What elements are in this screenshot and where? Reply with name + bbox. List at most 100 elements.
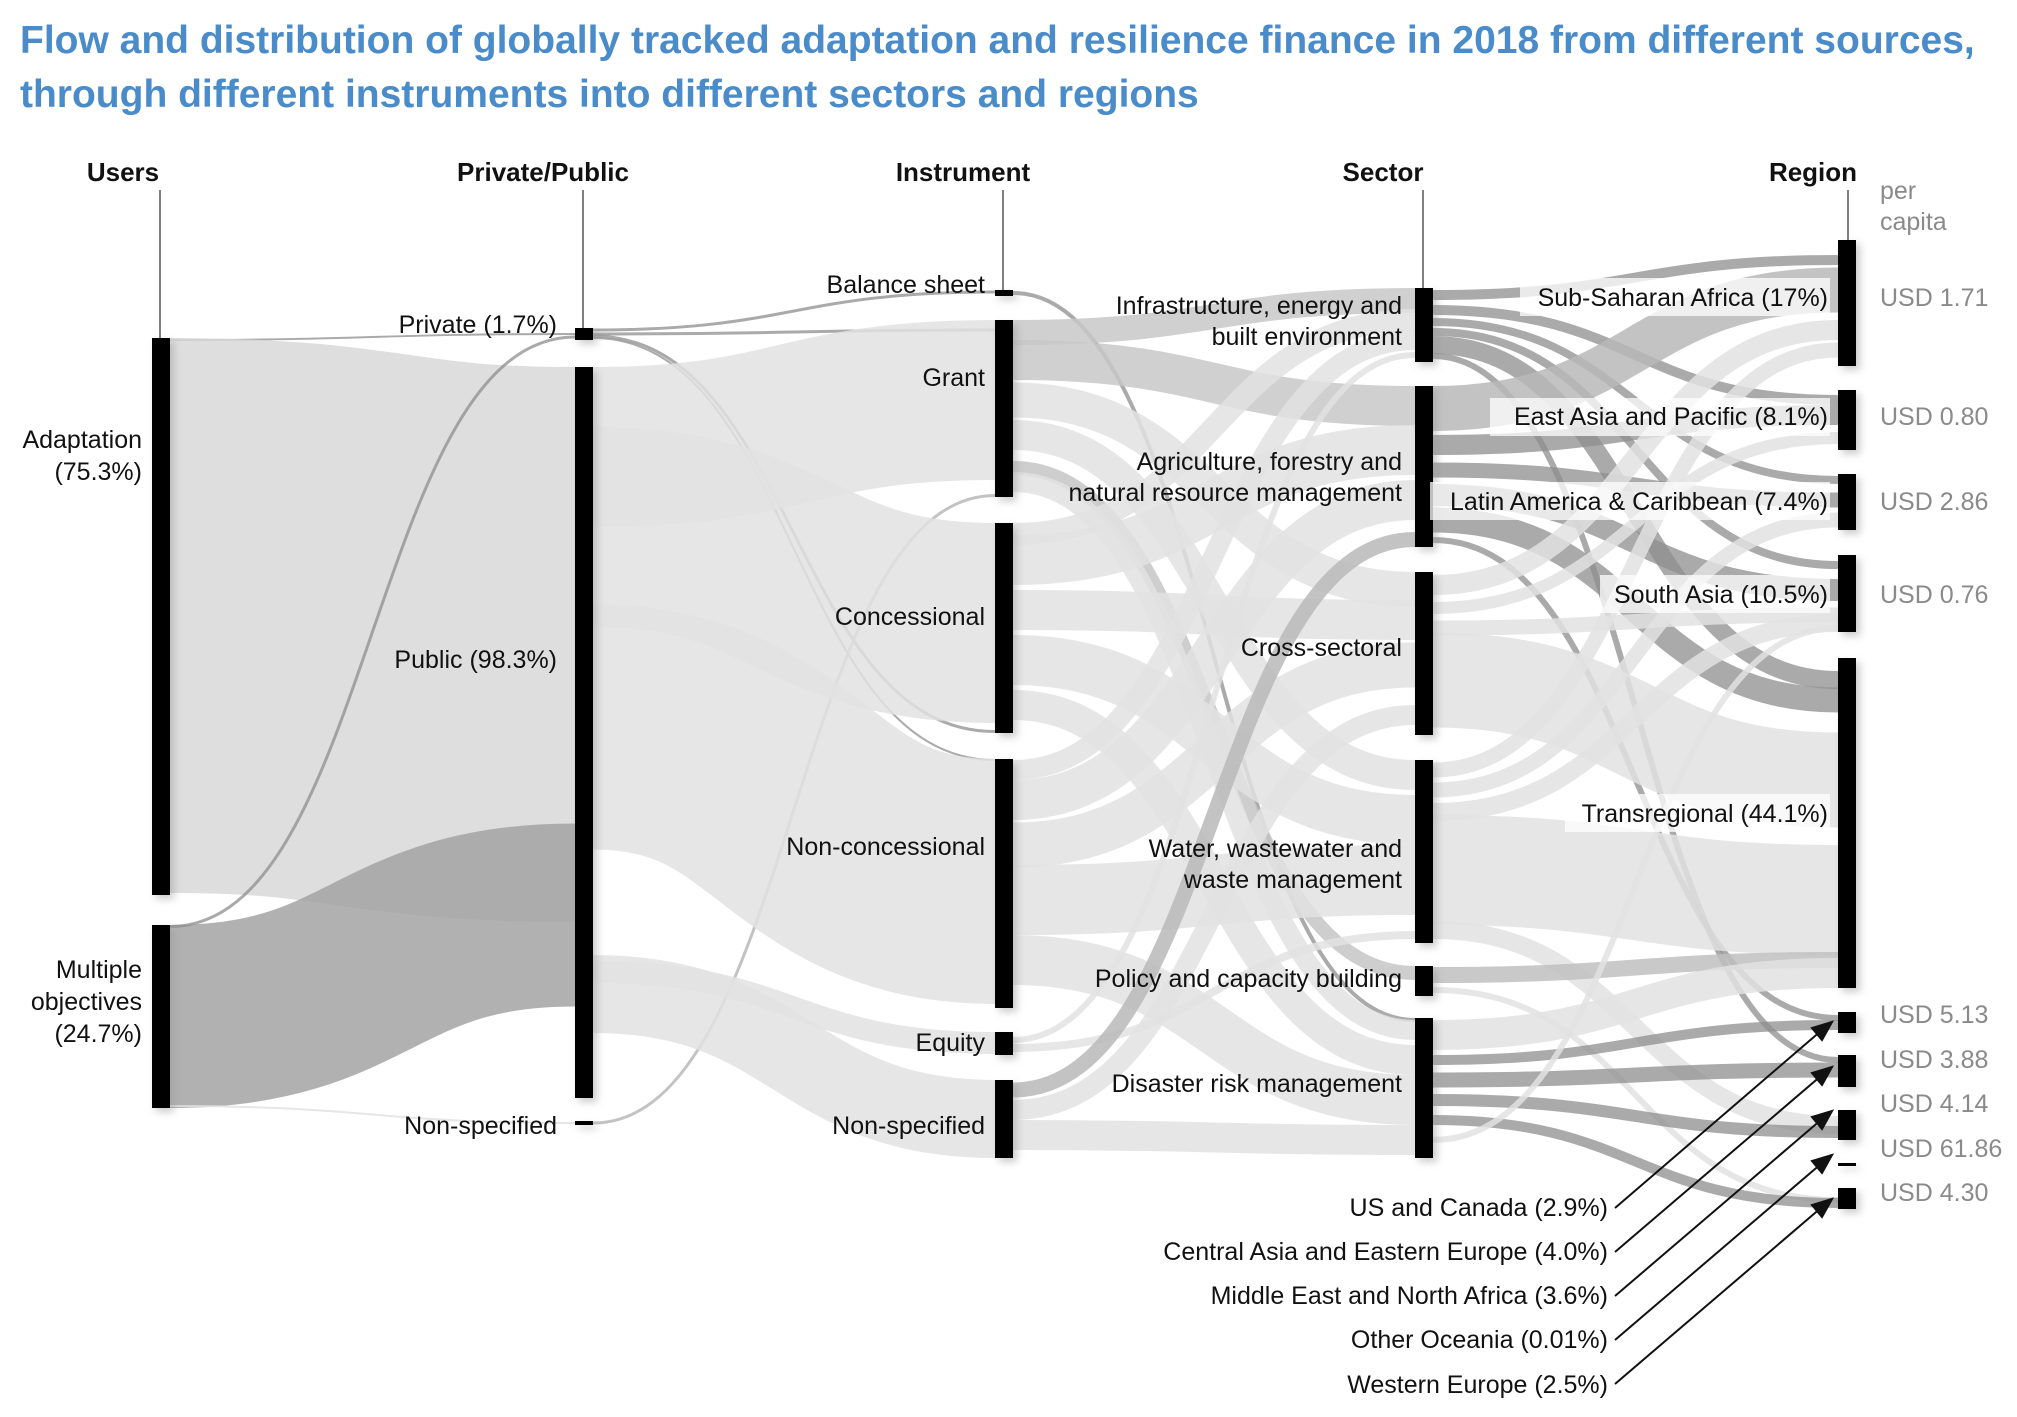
arrow-usc (1614, 1020, 1835, 1209)
column-header-lines (159, 190, 1849, 338)
label-private: Private (1.7%) (399, 311, 557, 339)
per-capita-header-2: capita (1880, 208, 1947, 236)
flow-nc-to-wat (1012, 845, 1416, 935)
node-bars (152, 240, 1856, 1209)
flow-nc-to-dis (1012, 935, 1416, 1125)
node-pp-non-specified (575, 1121, 593, 1125)
label-oo: Other Oceania (0.01%) (1351, 1326, 1608, 1354)
node-oo (1838, 1163, 1856, 1166)
node-oo-shadow (1842, 1167, 1860, 1170)
node-water (1415, 760, 1433, 943)
label-caee: Central Asia and Eastern Europe (4.0%) (1163, 1238, 1608, 1266)
label-concessional: Concessional (835, 603, 985, 631)
usd-we: USD 4.30 (1880, 1179, 1988, 1207)
node-private (575, 328, 593, 340)
usd-mena: USD 4.14 (1880, 1090, 1988, 1118)
flow-co-to-inf (1012, 309, 1416, 545)
node-policy (1415, 966, 1433, 996)
usd-oo: USD 61.86 (1880, 1135, 2002, 1163)
usd-eap: USD 0.80 (1880, 403, 1988, 431)
per-capita-header-1: per (1880, 177, 1916, 205)
label-we: Western Europe (2.5%) (1347, 1371, 1608, 1399)
title-line-2: through different instruments into diffe… (20, 73, 1199, 116)
header-sector: Sector (1343, 157, 1424, 187)
flow-wat-to-men (1432, 921, 1839, 1134)
label-instr-non-specified: Non-specified (832, 1112, 985, 1140)
node-grant (995, 320, 1013, 497)
label-infrastructure-2: built environment (1212, 323, 1402, 351)
header-private-public: Private/Public (457, 157, 629, 187)
label-grant: Grant (922, 364, 985, 392)
label-multiple-2: objectives (31, 988, 142, 1016)
node-non-concessional (995, 759, 1013, 1008)
arrow-caee (1614, 1065, 1835, 1253)
flow-ns-to-cro (1012, 705, 1416, 1120)
arrow-oo (1614, 1153, 1835, 1341)
flow-wat-to-lac (1432, 512, 1839, 798)
node-instr-non-specified (995, 1080, 1013, 1158)
label-adaptation-1: Adaptation (22, 426, 142, 454)
label-disaster: Disaster risk management (1112, 1070, 1402, 1098)
usd-ssa: USD 1.71 (1880, 284, 1988, 312)
node-disaster (1415, 1018, 1433, 1158)
callout-arrows (1614, 1020, 1835, 1385)
node-balance-sheet-shadow (999, 294, 1017, 300)
flow-ribbons (168, 255, 1839, 1208)
usd-lac: USD 2.86 (1880, 488, 1988, 516)
flow-pol-to-we (1432, 987, 1839, 1203)
label-usc: US and Canada (2.9%) (1350, 1194, 1608, 1222)
flow-dis-to-men (1432, 1094, 1839, 1138)
node-we (1838, 1188, 1856, 1209)
flow-gr-to-inf (1012, 288, 1416, 345)
label-cross-sectoral: Cross-sectoral (1241, 634, 1402, 662)
region-label-boxes (1430, 278, 1830, 832)
flow-wat-to-sa (1432, 614, 1839, 821)
node-public (575, 367, 593, 1098)
node-pp-non-specified-shadow (579, 1125, 597, 1129)
node-adaptation (152, 338, 170, 895)
flow-pol-to-tr (1432, 952, 1839, 983)
label-public: Public (98.3%) (394, 646, 557, 674)
label-ssa: Sub-Saharan Africa (17%) (1538, 284, 1828, 312)
flow-dis-to-usc (1432, 1020, 1839, 1065)
label-infrastructure-1: Infrastructure, energy and (1116, 292, 1402, 320)
node-sa (1838, 555, 1856, 632)
flow-wat-to-ssa (1432, 342, 1839, 778)
node-cross-sectoral (1415, 572, 1433, 735)
label-agriculture-1: Agriculture, forestry and (1137, 448, 1402, 476)
arrow-we (1614, 1197, 1835, 1385)
label-water-2: waste management (1183, 866, 1402, 894)
header-region: Region (1769, 157, 1857, 187)
flow-nc-to-cro (1012, 642, 1416, 868)
flow-co-to-agr (1012, 425, 1416, 585)
flow-nc-to-inf (1012, 330, 1416, 780)
flow-ns-to-dis (1012, 1120, 1416, 1155)
node-equity (995, 1032, 1013, 1055)
label-water-1: Water, wastewater and (1149, 835, 1402, 863)
label-agriculture-2: natural resource management (1068, 479, 1402, 507)
flow-pu-to-ns (592, 955, 996, 1158)
node-balance-sheet (995, 290, 1013, 296)
node-mena (1838, 1110, 1856, 1140)
label-lac: Latin America & Caribbean (7.4%) (1450, 488, 1828, 516)
node-infrastructure (1415, 288, 1433, 362)
flow-inf-to-ssa (1432, 255, 1839, 300)
node-ssa (1838, 240, 1856, 366)
flow-nc-to-agr (1012, 480, 1416, 820)
label-adaptation-2: (75.3%) (54, 458, 142, 486)
flow-gr-to-agr (1012, 340, 1416, 426)
flow-mo-to-pu (168, 823, 577, 1108)
flow-eq-to-wat (1012, 931, 1416, 1052)
node-usc (1838, 1012, 1856, 1033)
label-balance-sheet: Balance sheet (827, 271, 986, 299)
node-lac (1838, 474, 1856, 530)
usd-usc: USD 5.13 (1880, 1001, 1988, 1029)
arrow-mena (1614, 1109, 1835, 1297)
header-users: Users (87, 157, 159, 187)
flow-cro-to-tr (1432, 632, 1839, 828)
usd-caee: USD 3.88 (1880, 1046, 1988, 1074)
node-agriculture (1415, 386, 1433, 547)
label-multiple-1: Multiple (56, 956, 142, 984)
label-equity: Equity (916, 1029, 986, 1057)
